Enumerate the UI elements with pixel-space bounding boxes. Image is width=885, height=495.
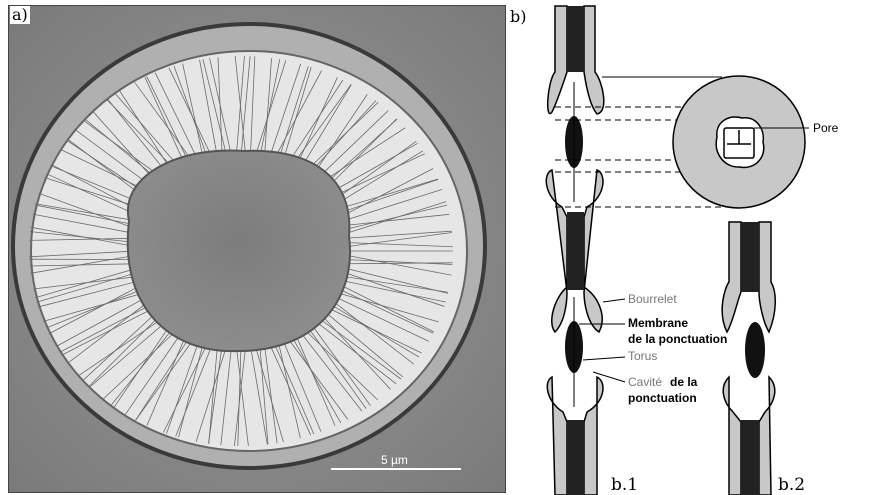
b1-column [546, 6, 603, 495]
b2-torus [745, 322, 765, 378]
b2-wall-lower-left [723, 377, 741, 495]
b2-wall-lower-right [759, 377, 775, 495]
sem-micrograph: 5 µm [8, 5, 506, 493]
cavite-label-line2: ponctuation [628, 391, 697, 405]
b1-sublabel: b.1 [611, 475, 638, 495]
torus-disc [128, 150, 350, 351]
membrane-label-line1: Membrane [628, 316, 688, 330]
wall-upper-right [584, 6, 604, 114]
b2-wall-upper-right [759, 222, 775, 332]
wall-lower-left [547, 377, 567, 495]
middle-lamella-upper [567, 6, 584, 72]
wall-lower-right [584, 377, 603, 495]
torus-label: Torus [628, 349, 657, 363]
b2-lamella-lower [741, 420, 759, 495]
bourrelet-label: Bourrelet [628, 292, 677, 306]
wall-middle-left [546, 170, 567, 332]
b2-lamella-upper [741, 222, 759, 292]
middle-lamella-middle [567, 212, 584, 290]
cavite-label-part1: Cavité [628, 375, 662, 389]
cavite-label-part2: de la [670, 375, 698, 389]
pit-schematic: Pore Bourrelet Membrane de la ponctuatio… [507, 2, 885, 495]
scale-bar-label: 5 µm [381, 453, 408, 467]
face-view: Pore [673, 76, 839, 208]
b2-column [722, 222, 775, 495]
pore-label: Pore [813, 121, 839, 135]
wall-upper-left [548, 6, 567, 114]
panel-a-label: a) [10, 6, 30, 24]
micrograph-drawing: 5 µm [9, 6, 505, 492]
membrane-label-line2: de la ponctuation [628, 332, 727, 346]
b2-wall-upper-left [722, 222, 741, 332]
b2-sublabel: b.2 [778, 475, 805, 495]
wall-middle-right [584, 170, 603, 332]
middle-lamella-lower [567, 420, 584, 495]
